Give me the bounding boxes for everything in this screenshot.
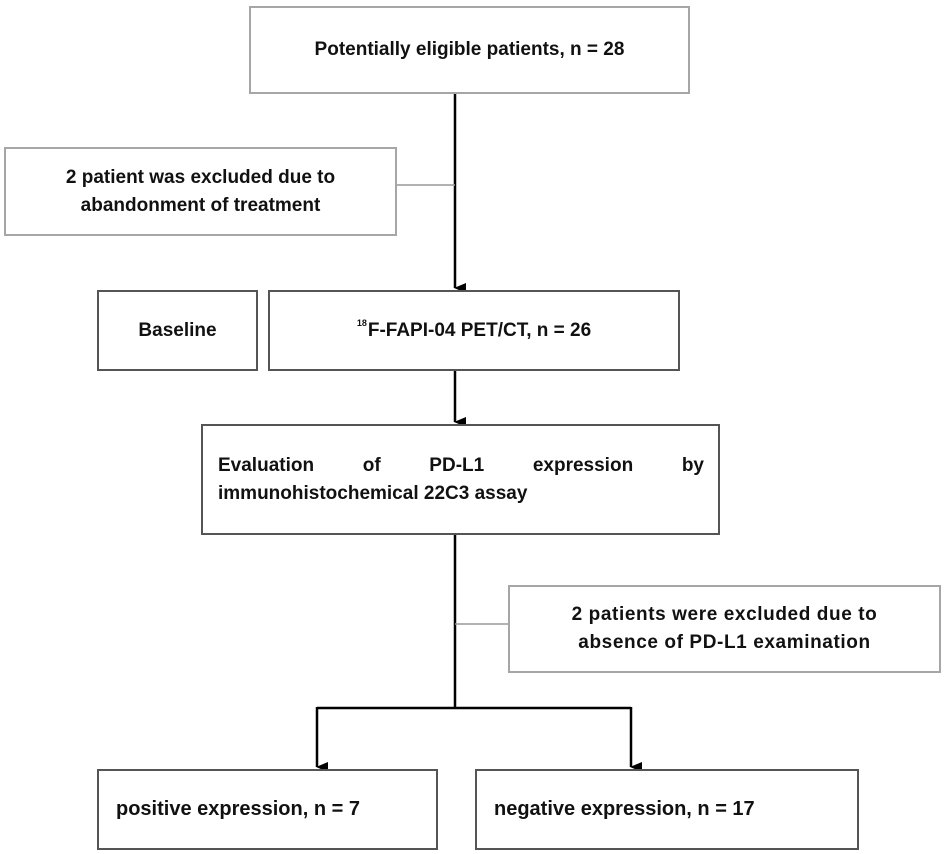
pet-ct-text: F-FAPI-04 PET/CT, n = 26: [367, 319, 592, 341]
evaluation-word: by: [681, 454, 704, 476]
exclusion-1-line-2: abandonment of treatment: [80, 194, 321, 216]
evaluation-word: of: [362, 454, 381, 476]
negative-expression-label: negative expression, n = 17: [494, 798, 755, 820]
pet-ct-label: 18F-FAPI-04 PET/CT, n = 26: [357, 317, 591, 345]
baseline-label: Baseline: [138, 319, 217, 341]
exclusion-2-line-1: 2 patients were excluded due to: [571, 604, 878, 626]
positive-expression-label: positive expression, n = 7: [116, 798, 360, 820]
exclusion-1-line-1: 2 patient was excluded due to: [65, 166, 336, 188]
exclusion-2-line-2: absence of PD-L1 examination: [578, 632, 871, 653]
eligible-patients-label: Potentially eligible patients, n = 28: [314, 39, 625, 61]
evaluation-word: PD-L1: [429, 454, 485, 476]
baseline-box: Baseline: [97, 290, 258, 371]
eligible-patients-box: Potentially eligible patients, n = 28: [249, 6, 690, 94]
evaluation-line-2: immunohistochemical 22C3 assay: [218, 482, 528, 504]
evaluation-word: expression: [532, 454, 634, 476]
exclusion-box-1: 2 patient was excluded due to abandonmen…: [4, 147, 397, 236]
pet-ct-box: 18F-FAPI-04 PET/CT, n = 26: [268, 290, 680, 371]
exclusion-box-2: 2 patients were excluded due to absence …: [508, 585, 941, 673]
negative-expression-box: negative expression, n = 17: [475, 769, 859, 850]
isotope-superscript: 18: [356, 317, 367, 328]
evaluation-word: Evaluation: [218, 454, 315, 476]
positive-expression-box: positive expression, n = 7: [97, 769, 438, 850]
evaluation-box: Evaluation of PD-L1 expression by immuno…: [201, 424, 720, 535]
evaluation-line-1: Evaluation of PD-L1 expression by: [218, 452, 704, 480]
